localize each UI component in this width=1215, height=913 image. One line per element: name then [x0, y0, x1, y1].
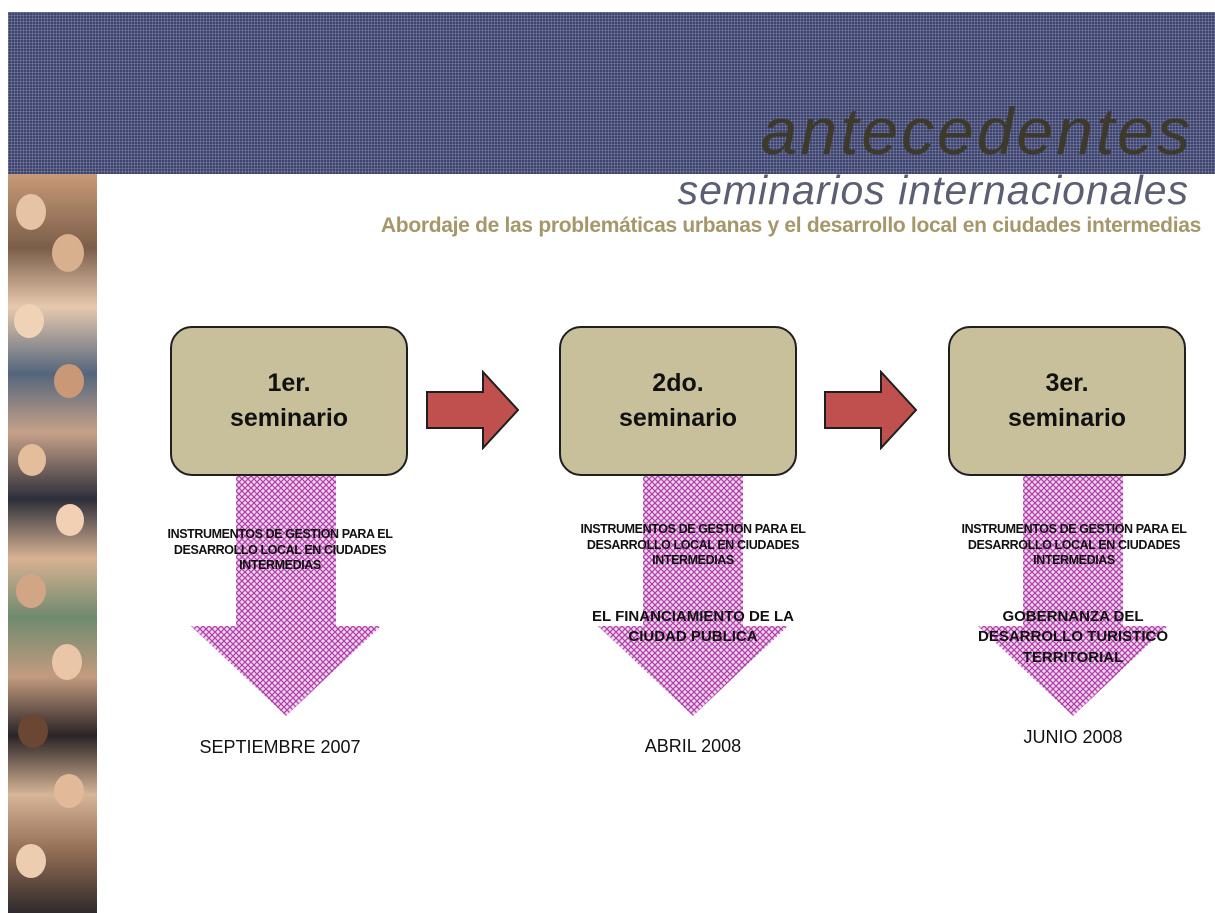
- down-arrow-2: [598, 476, 788, 716]
- right-arrow-1: [426, 370, 520, 450]
- header-subtitle: seminarios internacionales: [677, 167, 1189, 213]
- seminar-date-3: JUNIO 2008: [1023, 727, 1123, 747]
- seminar-label-3: seminario: [1007, 404, 1127, 432]
- seminar-topic-2: EL FINANCIAMIENTO DE LA CIUDAD PUBLICA: [592, 608, 794, 646]
- down-arrow-1: [191, 476, 381, 716]
- header-description: Abordaje de las problemáticas urbanas y …: [380, 214, 1201, 237]
- seminar-box-2: 2do. seminario: [559, 326, 797, 476]
- down-arrow-3: [978, 476, 1168, 716]
- crowd-photo: [8, 174, 97, 913]
- seminar-number-2: 2do.: [652, 369, 704, 397]
- seminar-number-1: 1er.: [267, 369, 311, 397]
- seminar-instruments-3: INSTRUMENTOS DE GESTION PARA EL DESARROL…: [961, 522, 1187, 568]
- seminar-number-3: 3er.: [1045, 369, 1089, 397]
- seminar-box-3: 3er. seminario: [948, 326, 1186, 476]
- seminar-date-2: ABRIL 2008: [644, 736, 742, 756]
- seminar-box-1: 1er. seminario: [170, 326, 408, 476]
- seminar-instruments-1: INSTRUMENTOS DE GESTION PARA EL DESARROL…: [167, 527, 393, 573]
- right-arrow-2: [824, 370, 918, 450]
- seminar-label-2: seminario: [618, 404, 738, 432]
- seminar-label-1: seminario: [229, 404, 349, 432]
- header-title: antecedentes: [760, 94, 1193, 168]
- seminar-instruments-2: INSTRUMENTOS DE GESTION PARA EL DESARROL…: [580, 522, 806, 568]
- seminar-topic-3: GOBERNANZA DEL DESARROLLO TURISTICO TERR…: [978, 608, 1168, 666]
- seminar-date-1: SEPTIEMBRE 2007: [199, 737, 361, 757]
- header-banner: [8, 12, 1215, 174]
